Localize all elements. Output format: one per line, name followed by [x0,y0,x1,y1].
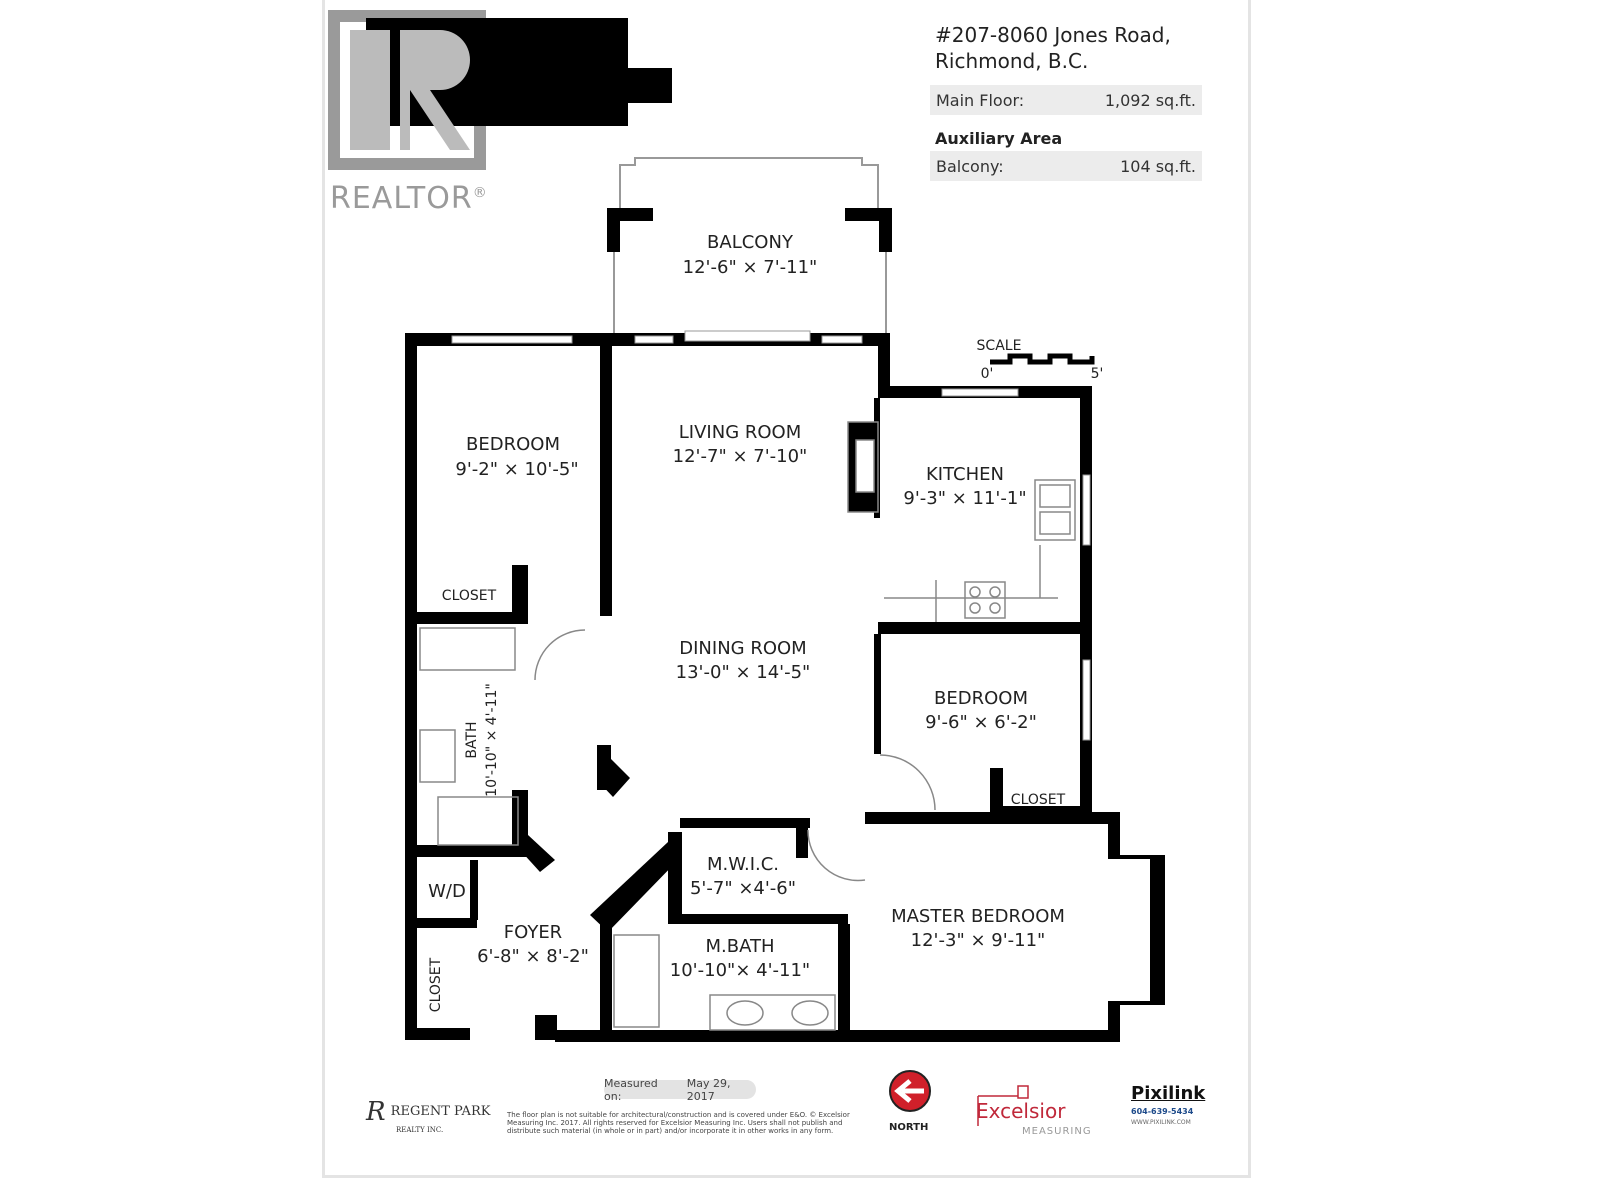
regent-park-top: R REGENT PARK [366,1098,490,1126]
living-dims: 12'-7" × 7'-10" [673,446,808,467]
excelsior-logo-icon [977,1085,1029,1126]
room-labels: BALCONY 12'-6" × 7'-11" LIVING ROOM 12'-… [428,232,1066,1012]
realtor-logo-text: REALTOR® [330,175,488,217]
bedroom2-dims: 9'-6" × 6'-2" [925,712,1037,733]
measured-label: Measured on: [604,1076,658,1103]
bath-name: BATH [464,721,480,758]
scale-label: SCALE [977,338,1022,354]
bedroom1-dims: 9'-2" × 10'-5" [455,459,578,480]
measured-badge: Measured on: May 29, 2017 [604,1077,756,1103]
pixilink-url: WWW.PIXILINK.COM [1131,1119,1191,1126]
regent-r-monogram-icon: R [366,1097,386,1127]
pixilink-logo: Pixilink [1131,1083,1206,1104]
bedroom1-name: BEDROOM [466,434,560,455]
regent-park-logo: R REGENT PARK REALTY INC. [366,1098,490,1135]
scale-max: 5' [1091,366,1104,382]
foyer-name: FOYER [504,922,562,943]
foyer-dims: 6'-8" × 8'-2" [477,946,589,967]
address-line2: Richmond, B.C. [935,49,1089,73]
closet2-name: CLOSET [1011,792,1066,808]
main-floor-value: 1,092 sq.ft. [1104,90,1196,110]
realtor-logo [328,10,672,170]
scale-bar: SCALE 0' 5' [977,338,1104,382]
balcony-name: BALCONY [707,232,794,253]
balcony-dims: 12'-6" × 7'-11" [683,257,818,278]
mbath-dims: 10'-10"× 4'-11" [670,960,810,981]
balcony-value: 104 sq.ft. [1120,156,1196,176]
mbath-name: M.BATH [705,936,774,957]
regent-sub: REALTY INC. [396,1126,444,1134]
balcony-row: Balcony: 104 sq.ft. [930,151,1202,181]
main-floor-label: Main Floor: [936,90,1025,110]
balcony-label: Balcony: [936,156,1004,176]
excelsior-sub: MEASURING [1022,1126,1092,1137]
living-name: LIVING ROOM [679,422,801,443]
floor-plan-sheet [322,0,1251,1178]
disclaimer: The floor plan is not suitable for archi… [507,1111,850,1135]
kitchen-name: KITCHEN [926,464,1004,485]
auxiliary-heading: Auxiliary Area [935,129,1063,148]
fixtures [419,421,1076,1031]
address-line1: #207-8060 Jones Road, [935,23,1171,47]
balcony-area [607,157,892,333]
excelsior-logo: Excelsior [976,1099,1066,1123]
registered-mark: ® [472,185,488,201]
kitchen-dims: 9'-3" × 11'-1" [903,488,1026,509]
closet1-name: CLOSET [442,588,497,604]
master-name: MASTER BEDROOM [891,906,1065,927]
regent-name: REGENT PARK [390,1104,491,1119]
bath-dims: 10'-10" × 4'-11" [484,683,500,797]
north-label: NORTH [889,1122,929,1133]
north-arrow-icon [889,1070,931,1112]
mwic-name: M.W.I.C. [707,854,779,875]
scale-min: 0' [981,366,994,382]
realtor-word: REALTOR [330,181,473,216]
dining-dims: 13'-0" × 14'-5" [676,662,811,683]
dining-name: DINING ROOM [679,638,806,659]
measured-date: May 29, 2017 [686,1076,731,1103]
main-floor-row: Main Floor: 1,092 sq.ft. [930,85,1202,115]
master-dims: 12'-3" × 9'-11" [911,930,1046,951]
windows [451,330,1091,741]
bedroom2-name: BEDROOM [934,688,1028,709]
pixilink-phone: 604-639-5434 [1131,1107,1194,1116]
closet3-name: CLOSET [428,957,444,1012]
property-address: #207-8060 Jones Road, Richmond, B.C. [935,22,1171,74]
mwic-dims: 5'-7" ×4'-6" [690,878,796,899]
wd-name: W/D [428,881,466,902]
